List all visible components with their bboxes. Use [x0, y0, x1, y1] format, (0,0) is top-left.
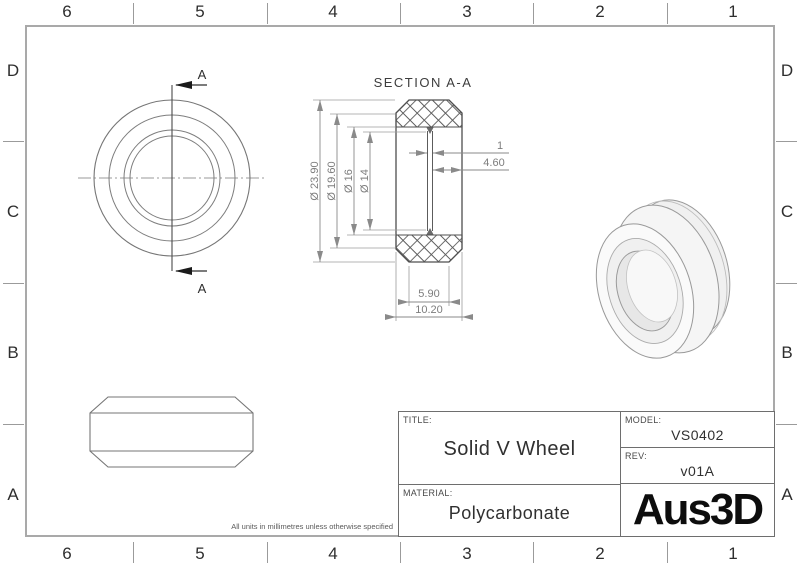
- model-cell: MODEL: VS0402: [621, 412, 774, 448]
- dim-label-hub: Ø 16: [343, 169, 355, 193]
- part-title: Solid V Wheel: [443, 438, 576, 460]
- zone-tick: [133, 542, 134, 563]
- zone-tick: [776, 283, 797, 284]
- diameter-dim-lines: [317, 100, 373, 262]
- zone-label-bottom-3: 3: [462, 544, 472, 563]
- title-block: TITLE: Solid V Wheel MATERIAL: Polycarbo…: [398, 411, 775, 537]
- model-value: VS0402: [671, 427, 724, 443]
- zone-label-right-D: D: [780, 61, 794, 80]
- section-arrowhead-top-icon: [175, 81, 192, 89]
- zone-label-left-C: C: [6, 202, 20, 221]
- zone-tick: [776, 424, 797, 425]
- zone-label-bottom-6: 6: [62, 544, 72, 563]
- zone-label-top-1: 1: [728, 2, 738, 21]
- isometric-view: [595, 199, 731, 359]
- section-outline: [395, 99, 463, 263]
- zone-tick: [667, 3, 668, 24]
- zone-tick: [400, 542, 401, 563]
- zone-label-bottom-5: 5: [195, 544, 205, 563]
- zone-tick: [533, 3, 534, 24]
- zone-label-bottom-1: 1: [728, 544, 738, 563]
- dim-label-groove-width: 1: [497, 140, 503, 152]
- rim-hatch-top: [395, 99, 463, 128]
- zone-label-top-2: 2: [595, 2, 605, 21]
- section-letter-bottom: A: [198, 281, 207, 296]
- rev-label: REV:: [625, 451, 647, 461]
- material-value: Polycarbonate: [448, 503, 571, 523]
- side-view: [89, 396, 254, 468]
- side-view-outline: [89, 396, 254, 468]
- model-label: MODEL:: [625, 415, 662, 425]
- title-label: TITLE:: [403, 415, 432, 425]
- iso-bore-depth: [626, 249, 678, 323]
- zone-label-left-B: B: [7, 343, 19, 362]
- rev-cell: REV: v01A: [621, 448, 774, 484]
- zone-tick: [400, 3, 401, 24]
- dim-label-bore: Ø 14: [359, 169, 371, 193]
- zone-tick: [267, 542, 268, 563]
- rim-hatch-bottom: [395, 234, 463, 263]
- material-cell: MATERIAL: Polycarbonate: [399, 485, 620, 536]
- dim-label-groove-offset: 4.60: [483, 157, 504, 169]
- zone-label-left-D: D: [6, 61, 20, 80]
- slot-notch-top-icon: [426, 127, 434, 134]
- section-view: SECTION A-A: [309, 75, 509, 321]
- rev-value: v01A: [680, 463, 715, 479]
- zone-tick: [3, 424, 24, 425]
- section-letter-top: A: [198, 67, 207, 82]
- units-note: All units in millimetres unless otherwis…: [231, 522, 393, 531]
- hub-width-dim: 5.90: [398, 288, 460, 305]
- front-view: A A: [78, 67, 266, 296]
- zone-tick: [133, 3, 134, 24]
- material-label: MATERIAL:: [403, 488, 453, 498]
- dim-label-groove: Ø 19.60: [326, 161, 338, 200]
- section-arrowhead-bottom-icon: [175, 267, 192, 275]
- slot-notch-bottom-icon: [426, 228, 434, 235]
- overall-width-dim: 10.20: [385, 304, 473, 320]
- zone-tick: [776, 141, 797, 142]
- zone-label-left-A: A: [7, 485, 19, 504]
- dim-label-overall-width: 10.20: [415, 304, 443, 316]
- zone-tick: [667, 542, 668, 563]
- groove-offset-dim: 4.60: [433, 157, 509, 173]
- diameter-dim-labels: Ø 23.90 Ø 19.60 Ø 16 Ø 14: [309, 161, 371, 200]
- aus3d-logo: Aus3D: [632, 485, 764, 534]
- zone-label-right-B: B: [781, 343, 793, 362]
- zone-label-top-3: 3: [462, 2, 472, 21]
- title-cell: TITLE: Solid V Wheel: [399, 412, 620, 485]
- zone-label-bottom-2: 2: [595, 544, 605, 563]
- dim-label-hub-width: 5.90: [418, 288, 439, 300]
- dim-label-od: Ø 23.90: [309, 161, 321, 200]
- logo-cell: Aus3D: [621, 484, 774, 536]
- groove-width-dim: 1: [409, 140, 509, 156]
- zone-label-bottom-4: 4: [328, 544, 338, 563]
- zone-label-top-5: 5: [195, 2, 205, 21]
- zone-tick: [3, 141, 24, 142]
- zone-label-right-A: A: [781, 485, 793, 504]
- zone-tick: [3, 283, 24, 284]
- section-view-title: SECTION A-A: [374, 75, 473, 90]
- zone-label-top-4: 4: [328, 2, 338, 21]
- zone-label-top-6: 6: [62, 2, 72, 21]
- zone-label-right-C: C: [780, 202, 794, 221]
- zone-tick: [267, 3, 268, 24]
- zone-tick: [533, 542, 534, 563]
